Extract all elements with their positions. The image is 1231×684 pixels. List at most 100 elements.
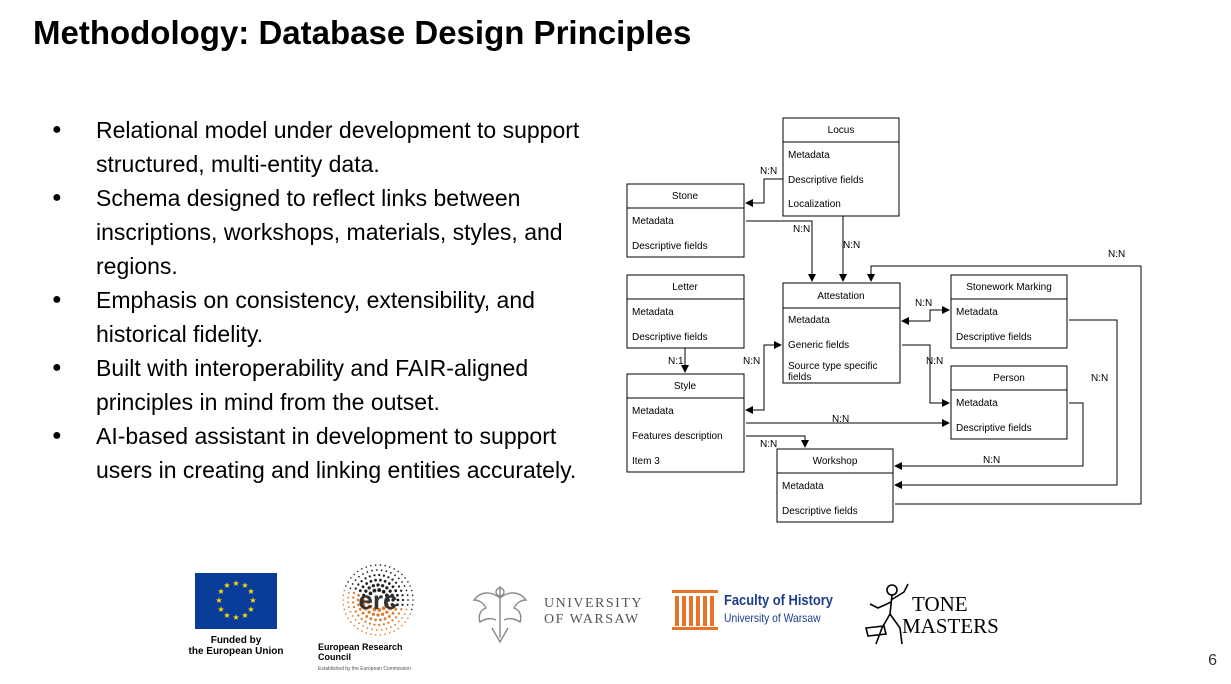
bullet-item: AI-based assistant in development to sup… [52, 419, 592, 487]
erc-dot [360, 579, 363, 583]
erc-dot [358, 575, 360, 578]
erc-dot [368, 591, 373, 596]
erc-dot [364, 607, 368, 611]
erc-dot [394, 623, 396, 626]
erc-dot [351, 601, 355, 604]
erc-dot [366, 571, 369, 573]
erc-dot [401, 581, 403, 583]
erc-dot [401, 617, 403, 619]
entity-title: Attestation [817, 291, 864, 302]
erc-dot [394, 616, 398, 619]
faculty-building-icon [672, 590, 718, 630]
erc-dot [370, 633, 372, 636]
erc-dot [397, 612, 401, 615]
erc-dot [406, 603, 409, 606]
entity-letter: Letter Metadata Descriptive fields [626, 274, 745, 349]
eu-caption-line2: the European Union [188, 646, 284, 657]
erc-dot [380, 584, 385, 588]
stone-masters-line2: MASTERS [902, 614, 999, 638]
erc-dot [373, 574, 376, 577]
entity-title: Person [993, 373, 1025, 384]
erc-dot [382, 574, 386, 577]
erc-dot [389, 571, 392, 574]
erc-dot [347, 591, 350, 594]
erc-dot [393, 568, 395, 570]
erc-dot [388, 566, 391, 568]
erc-dot [391, 585, 395, 589]
erc-dot [388, 632, 391, 634]
erc-dot [405, 589, 408, 592]
erc-dot [371, 612, 376, 616]
erc-dot [377, 608, 382, 612]
uw-name-line2: OF WARSAW [544, 612, 640, 627]
erc-dot [376, 583, 380, 587]
erc-dot [384, 602, 389, 607]
erc-dot [380, 569, 383, 572]
erc-dot [394, 574, 396, 577]
erc-dot [353, 573, 355, 576]
erc-dot [361, 630, 363, 632]
page-number: 6 [1208, 652, 1217, 669]
erc-dot [396, 598, 400, 602]
uw-logo: UNIVERSITY OF WARSAW [470, 578, 642, 648]
erc-dot [393, 630, 395, 632]
entity-title: Locus [828, 125, 855, 136]
eu-flag-icon: ★★★ ★★★ ★★★ ★★★ [195, 573, 277, 629]
erc-dot [364, 620, 367, 623]
bullet-item: Relational model under development to su… [52, 113, 592, 181]
erc-dot [342, 599, 344, 601]
entity-field: Generic fields [788, 340, 849, 351]
erc-dot [375, 629, 378, 631]
entity-field: Descriptive fields [956, 423, 1032, 434]
erc-dot [378, 623, 381, 627]
erc-dot [369, 579, 373, 583]
svg-text:★: ★ [249, 596, 256, 605]
relation-label: N:N [926, 356, 943, 367]
erc-dot [362, 625, 364, 627]
entity-style: Style Metadata Features description Item… [626, 373, 745, 473]
erc-dot [397, 620, 400, 623]
erc-dot [394, 607, 398, 611]
erc-dot [352, 591, 356, 595]
erc-dot [354, 610, 357, 613]
erc-dot [375, 569, 378, 571]
erc-dot [387, 615, 391, 618]
erc-dot [401, 598, 405, 602]
svg-text:★: ★ [217, 605, 224, 614]
erc-dot [357, 603, 360, 607]
erc-dot [401, 594, 404, 597]
erc-mark-icon: erc [342, 564, 414, 636]
erc-dot [397, 627, 399, 630]
erc-name: European Research Council [318, 642, 403, 662]
erc-dot [374, 578, 377, 582]
erc-dot [396, 593, 399, 597]
erc-dot [410, 608, 413, 611]
erc-dot [389, 626, 392, 629]
entity-field: Metadata [782, 481, 824, 492]
erc-dot [379, 578, 382, 582]
erc-dot [410, 589, 413, 592]
erc-dot [350, 621, 352, 623]
eagle-icon [472, 586, 528, 644]
entity-field: Descriptive fields [782, 506, 858, 517]
entity-stone: Stone Metadata Descriptive fields [626, 183, 745, 258]
slide-title: Methodology: Database Design Principles [33, 14, 692, 51]
erc-dot [367, 610, 371, 614]
erc-dot [405, 608, 408, 611]
erc-dot [384, 633, 386, 636]
erc-dot [388, 607, 392, 611]
erc-dot [374, 618, 377, 622]
svg-text:★: ★ [232, 613, 239, 622]
erc-dot [404, 577, 406, 579]
bullet-item: Built with interoperability and FAIR-ali… [52, 351, 592, 419]
entity-field: fields [788, 372, 811, 383]
erc-dot [384, 564, 386, 567]
erc-dot [347, 581, 349, 583]
svg-text:★: ★ [223, 611, 230, 620]
erc-dot [365, 615, 369, 618]
erc-dot [361, 611, 365, 615]
erc-dot [387, 621, 390, 624]
relation-label: N:N [760, 439, 777, 450]
erc-dot [401, 573, 403, 576]
